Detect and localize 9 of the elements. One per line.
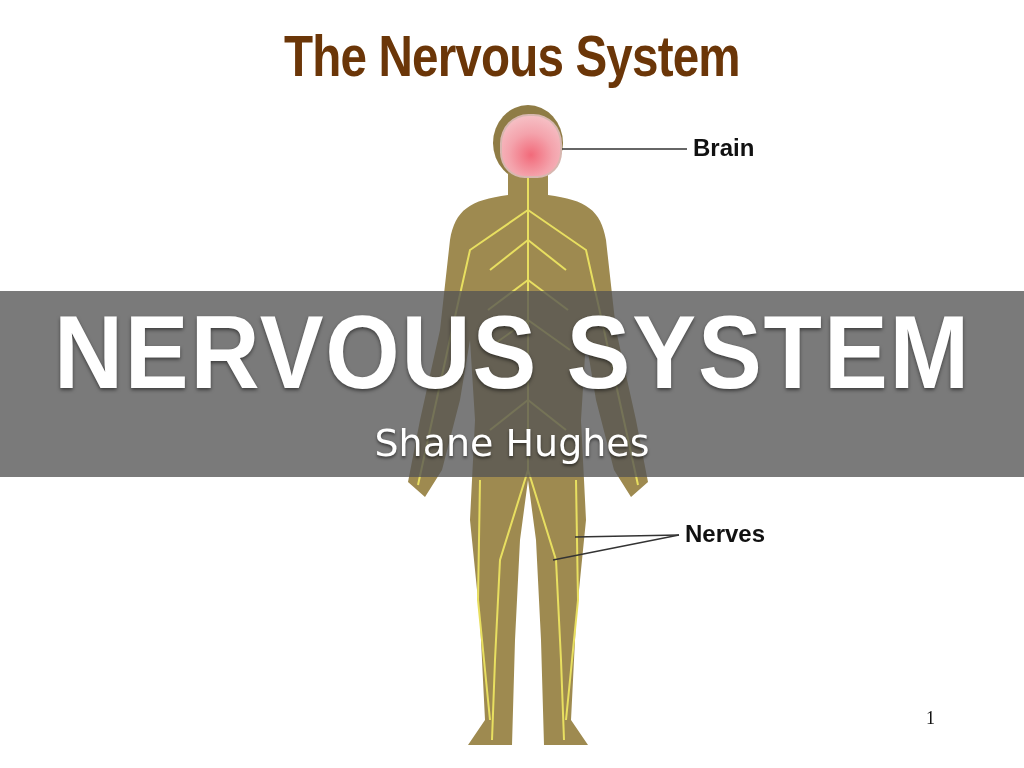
leader-line	[574, 534, 680, 538]
part-label: Nerves	[685, 520, 766, 548]
title: The Nervous System	[284, 22, 740, 89]
page-number: 1	[926, 708, 935, 729]
part-label: Brain	[693, 134, 755, 162]
brain-drawing	[500, 114, 562, 178]
banner-heading: NERVOUS SYSTEM	[53, 293, 971, 412]
leader-line	[552, 534, 680, 561]
author-name: Shane Hughes	[374, 421, 650, 465]
